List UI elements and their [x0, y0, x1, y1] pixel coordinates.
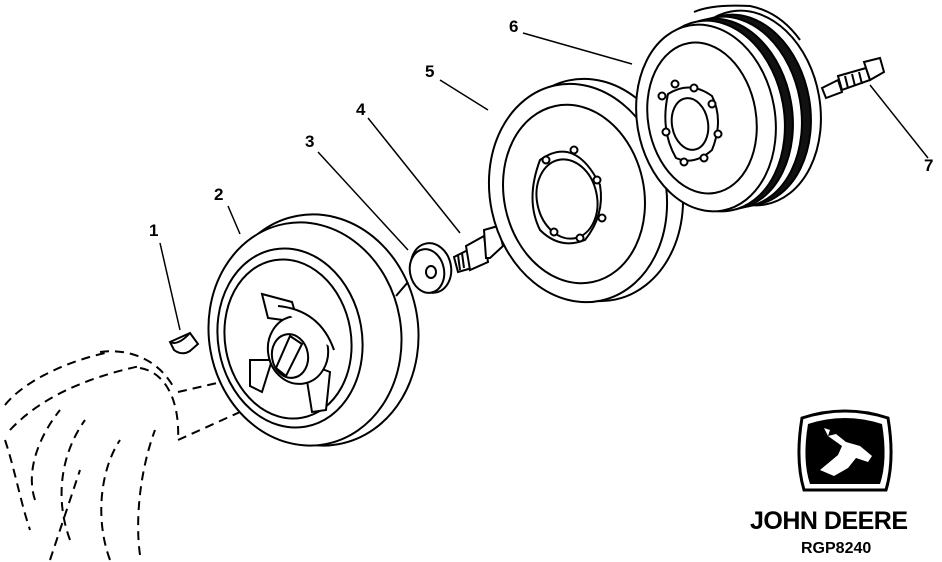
callout-4: 4: [356, 100, 366, 119]
callout-1: 1: [149, 221, 159, 240]
cap-screw: [452, 224, 505, 274]
damper-pulley: [207, 213, 420, 447]
grooved-pulley: [635, 4, 822, 213]
leader-lines: [159, 32, 929, 331]
engine-outline-dashed: [4, 350, 241, 561]
callout-7: 7: [924, 156, 934, 175]
pulley: [487, 77, 685, 304]
callout-5: 5: [425, 62, 435, 81]
brand-name: JOHN DEERE: [750, 507, 908, 535]
callout-3: 3: [305, 132, 315, 151]
cap-screw-small: [820, 56, 886, 100]
figure-code: RGP8240: [801, 540, 872, 557]
washer: [408, 242, 453, 294]
callout-2: 2: [214, 185, 224, 204]
callout-6: 6: [509, 17, 519, 36]
deer-logo: [797, 409, 893, 492]
woodruff-key: [168, 331, 200, 355]
